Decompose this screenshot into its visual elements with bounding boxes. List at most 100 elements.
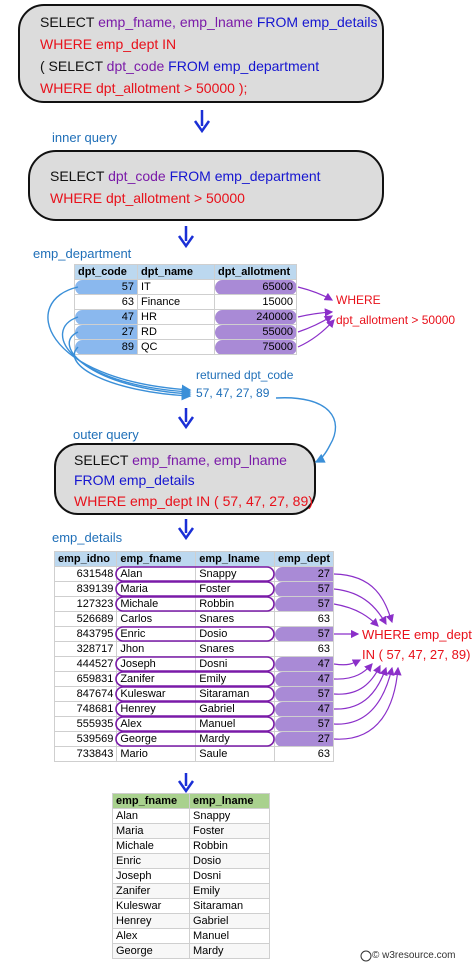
- inner-from-clause: FROM emp_department: [169, 168, 321, 184]
- result-fname-cell: Enric: [112, 853, 190, 869]
- where-note-line-2: dpt_allotment > 50000: [336, 313, 456, 327]
- fname-cell: Carlos: [116, 611, 197, 627]
- details-header-dept: emp_dept: [274, 551, 334, 567]
- details-header-idno: emp_idno: [53, 551, 118, 567]
- table-row: 63 Finance 15000: [74, 294, 297, 310]
- dept-allotment-cell: 75000: [214, 339, 297, 355]
- w3resource-logo-icon: [360, 950, 372, 962]
- lname-cell: Mardy: [195, 731, 276, 747]
- dept-code-cell: 47: [74, 309, 138, 325]
- dept-code-cell: 89: [74, 339, 138, 355]
- outer-query-label: outer query: [73, 427, 139, 442]
- subquery-open: ( SELECT: [40, 58, 103, 74]
- result-header-lname: emp_lname: [189, 793, 270, 809]
- idno-cell: 444527: [53, 656, 118, 672]
- idno-cell: 839139: [53, 581, 118, 597]
- fname-cell: Henrey: [116, 701, 197, 717]
- dept-name-cell: IT: [137, 279, 215, 295]
- dept-table-label: emp_department: [33, 246, 132, 261]
- select-keyword: SELECT: [40, 14, 95, 30]
- lname-cell: Dosni: [195, 656, 276, 672]
- fname-cell: Jhon: [116, 641, 197, 657]
- fname-cell: Maria: [116, 581, 197, 597]
- outer-select-columns: emp_fname, emp_lname: [132, 452, 287, 468]
- result-fname-cell: Kuleswar: [112, 898, 190, 914]
- result-fname-cell: Alan: [112, 808, 190, 824]
- fname-cell: Michale: [116, 596, 197, 612]
- dept-header-name: dpt_name: [137, 264, 215, 280]
- lname-cell: Dosio: [195, 626, 276, 642]
- fname-cell: Alex: [116, 716, 197, 732]
- fname-cell: Zanifer: [116, 671, 197, 687]
- inner-query-label: inner query: [52, 130, 118, 145]
- idno-cell: 733843: [53, 746, 118, 762]
- result-fname-cell: Michale: [112, 838, 190, 854]
- watermark: © w3resource.com: [372, 950, 456, 961]
- inner-query-line-1: SELECT dpt_code FROM emp_department: [50, 168, 321, 184]
- result-fname-cell: Henrey: [112, 913, 190, 929]
- result-fname-cell: George: [112, 943, 190, 959]
- lname-cell: Manuel: [195, 716, 276, 732]
- watermark-text: © w3resource.com: [372, 950, 456, 961]
- dept-allotment-cell: 55000: [214, 324, 297, 340]
- fname-cell: Enric: [116, 626, 197, 642]
- lname-cell: Snappy: [195, 566, 276, 582]
- table-row: 27 RD 55000: [74, 324, 297, 340]
- outer-query-box: SELECT emp_fname, emp_lname FROM emp_det…: [54, 443, 316, 515]
- dept-code-cell: 57: [74, 279, 138, 295]
- result-fname-cell: Joseph: [112, 868, 190, 884]
- dept-name-cell: QC: [137, 339, 215, 355]
- down-arrow-icon: [177, 408, 195, 430]
- outer-select-keyword: SELECT: [74, 452, 129, 468]
- dept-name-cell: HR: [137, 309, 215, 325]
- details-table-label: emp_details: [52, 530, 123, 545]
- where-in-note-line-2: IN ( 57, 47, 27, 89): [362, 647, 471, 662]
- dept-header-allotment: dpt_allotment: [214, 264, 297, 280]
- dept-cell: 47: [274, 701, 334, 717]
- idno-cell: 631548: [53, 566, 118, 582]
- result-fname-cell: Alex: [112, 928, 190, 944]
- dept-allotment-cell: 65000: [214, 279, 297, 295]
- dept-cell: 47: [274, 656, 334, 672]
- fname-cell: Alan: [116, 566, 197, 582]
- dept-name-cell: Finance: [137, 294, 215, 310]
- lname-cell: Gabriel: [195, 701, 276, 717]
- inner-select-column: dpt_code: [108, 168, 166, 184]
- inner-query-line-2: WHERE dpt_allotment > 50000: [50, 190, 245, 206]
- select-columns: emp_fname, emp_lname: [98, 14, 253, 30]
- result-lname-cell: Dosni: [189, 868, 270, 884]
- where-in-note-line-1: WHERE emp_dept: [362, 627, 472, 642]
- down-arrow-icon: [177, 773, 195, 794]
- dept-allotment-cell: 15000: [214, 294, 297, 310]
- dept-table: dpt_code dpt_name dpt_allotment 57 IT 65…: [74, 264, 297, 355]
- lname-cell: Snares: [195, 641, 276, 657]
- dept-cell: 27: [274, 731, 334, 747]
- dept-cell: 57: [274, 581, 334, 597]
- fname-cell: George: [116, 731, 197, 747]
- from-clause: FROM emp_details: [256, 14, 378, 30]
- lname-cell: Robbin: [195, 596, 276, 612]
- idno-cell: 539569: [53, 731, 118, 747]
- idno-cell: 847674: [53, 686, 118, 702]
- result-fname-cell: Zanifer: [112, 883, 190, 899]
- dept-cell: 27: [274, 566, 334, 582]
- result-header-fname: emp_fname: [112, 793, 190, 809]
- subquery-column: dpt_code: [106, 58, 165, 74]
- subquery-from: FROM emp_department: [168, 58, 320, 74]
